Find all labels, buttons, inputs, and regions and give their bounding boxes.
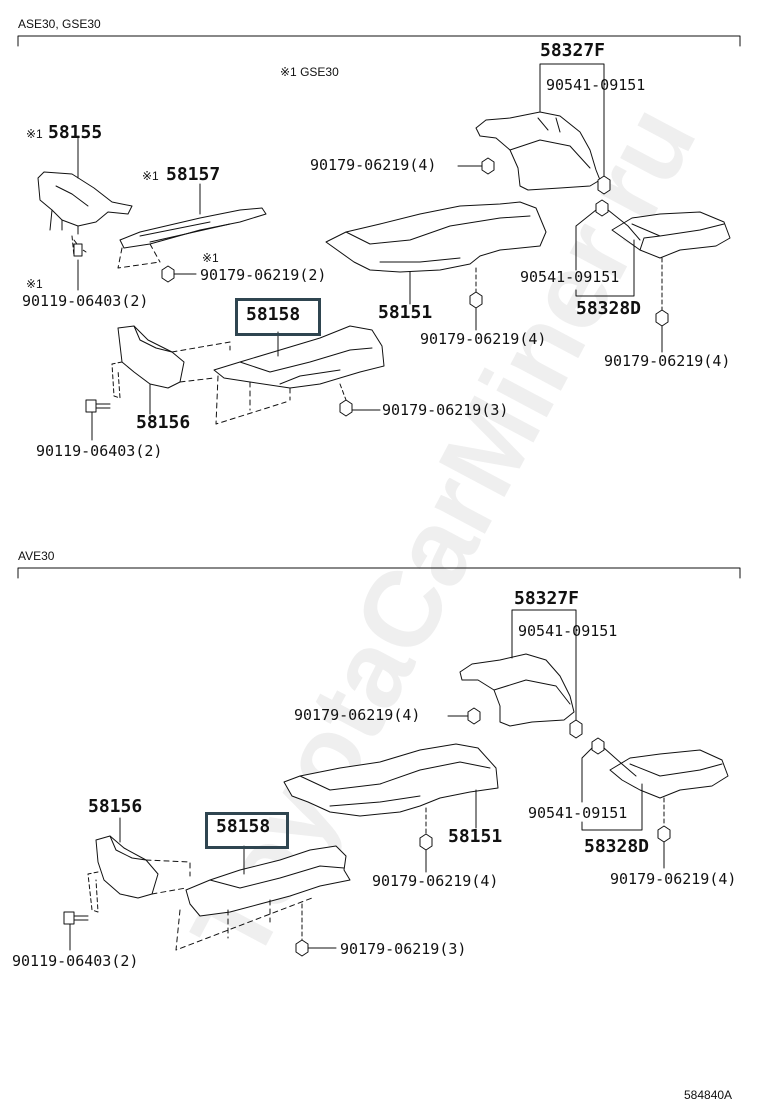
part-label-58151[interactable]: 58151 <box>378 302 433 323</box>
part-58157-shield <box>117 207 267 269</box>
leader-58327F-bracket-2 <box>511 609 577 723</box>
part-label-90179-06219[interactable]: 90179-06219(2) <box>200 266 327 284</box>
part-label-58327F[interactable]: 58327F <box>514 588 580 609</box>
part-58151-shield <box>325 201 547 273</box>
part-58327F-shield-2 <box>459 653 575 727</box>
nut-90541a <box>597 175 611 195</box>
part-label-90179-06219[interactable]: 90179-06219(4) <box>310 156 437 174</box>
part-58158-shield-2 <box>175 845 351 951</box>
bolt-90119-2 <box>63 911 89 951</box>
part-label-58155[interactable]: 58155 <box>48 122 103 143</box>
leader-58327F-bracket <box>539 63 605 187</box>
part-label-58156[interactable]: 58156 <box>88 796 143 817</box>
section-1-bracket <box>17 35 741 47</box>
nut-90179c-2 <box>419 807 433 873</box>
section-2-bracket <box>17 567 741 579</box>
section-title: ASE30, GSE30 <box>18 17 101 31</box>
part-label-58158[interactable]: 58158 <box>246 304 301 325</box>
part-label-90179-06219[interactable]: 90179-06219(4) <box>420 330 547 348</box>
nut-90179e-2 <box>295 903 337 957</box>
part-label-90119-06403[interactable]: 90119-06403(2) <box>12 952 139 970</box>
variant-mark: ※1 <box>26 127 43 141</box>
part-label-58156[interactable]: 58156 <box>136 412 191 433</box>
leader-58328D-bracket <box>575 239 635 297</box>
part-58327F-shield <box>475 111 601 191</box>
nut-90541b <box>575 199 641 271</box>
part-58158-shield <box>213 325 385 425</box>
part-label-58151[interactable]: 58151 <box>448 826 503 847</box>
part-label-90179-06219[interactable]: 90179-06219(3) <box>340 940 467 958</box>
part-58328D-shield-2 <box>609 749 729 799</box>
nut-90541a-2 <box>569 719 583 739</box>
variant-note: ※1 GSE30 <box>280 65 339 79</box>
part-label-90179-06219[interactable]: 90179-06219(4) <box>604 352 731 370</box>
part-label-90119-06403[interactable]: 90119-06403(2) <box>36 442 163 460</box>
part-58156-shield <box>111 325 231 399</box>
highlight-box-58158-2 <box>205 812 289 849</box>
bolt-90119b <box>85 399 111 441</box>
variant-mark: ※1 <box>202 251 219 265</box>
part-label-58328D[interactable]: 58328D <box>584 836 650 857</box>
highlight-box-58158 <box>235 298 321 336</box>
part-label-90179-06219[interactable]: 90179-06219(4) <box>372 872 499 890</box>
nut-90179b <box>161 265 197 283</box>
part-label-58327F[interactable]: 58327F <box>540 40 606 61</box>
section-title: AVE30 <box>18 549 55 563</box>
part-label-90541-09151[interactable]: 90541-09151 <box>528 804 628 822</box>
nut-90179a-2 <box>447 707 481 725</box>
figure-id: 584840A <box>684 1088 733 1102</box>
variant-mark: ※1 <box>26 277 43 291</box>
nut-90179a <box>457 157 495 175</box>
nut-90179d-2 <box>657 797 671 869</box>
part-label-90179-06219[interactable]: 90179-06219(3) <box>382 401 509 419</box>
nut-90179e <box>339 383 381 417</box>
part-label-58328D[interactable]: 58328D <box>576 298 642 319</box>
part-label-90541-09151[interactable]: 90541-09151 <box>520 268 620 286</box>
nut-90541b-2 <box>581 737 637 803</box>
variant-mark: ※1 <box>142 169 159 183</box>
nut-90179d <box>655 257 669 353</box>
part-label-90179-06219[interactable]: 90179-06219(4) <box>294 706 421 724</box>
part-58155-shield <box>37 171 133 257</box>
part-58156-shield-2 <box>87 835 191 913</box>
part-58328D-shield <box>611 211 731 259</box>
part-58151-shield-2 <box>283 743 499 817</box>
part-label-90541-09151[interactable]: 90541-09151 <box>518 622 618 640</box>
part-label-90179-06219[interactable]: 90179-06219(4) <box>610 870 737 888</box>
part-label-58158[interactable]: 58158 <box>216 816 271 837</box>
nut-90179c <box>469 267 483 331</box>
part-label-90541-09151[interactable]: 90541-09151 <box>546 76 646 94</box>
part-label-58157[interactable]: 58157 <box>166 164 221 185</box>
leader-58328D-bracket-2 <box>581 783 643 831</box>
part-label-90119-06403[interactable]: 90119-06403(2) <box>22 292 149 310</box>
